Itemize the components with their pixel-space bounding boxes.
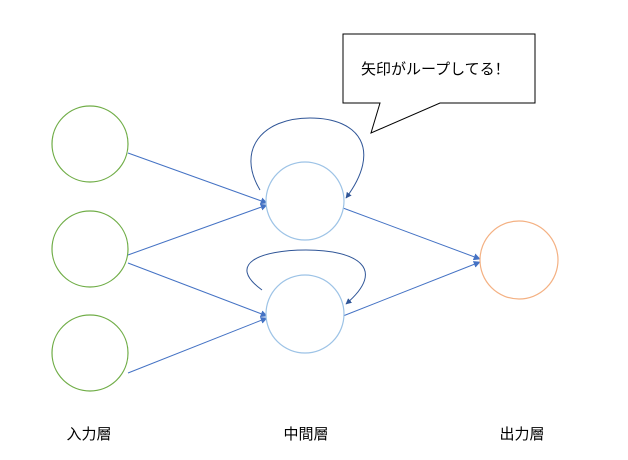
callout-text: 矢印がループしてる！ <box>361 60 510 78</box>
edge-hidden1-output <box>342 207 481 261</box>
layer-labels: 入力層 中間層 出力層 <box>66 425 544 443</box>
loop-hidden2 <box>246 249 366 305</box>
hidden-node-1 <box>265 161 345 241</box>
input-node-3 <box>51 314 129 392</box>
hidden-layer-nodes <box>265 161 345 354</box>
recurrent-loops <box>246 117 366 305</box>
input-node-1 <box>51 105 129 183</box>
input-layer-nodes <box>51 105 129 392</box>
input-node-2 <box>51 210 129 288</box>
hidden-layer-label: 中間層 <box>283 425 328 443</box>
edge-input1-hidden1 <box>127 152 268 205</box>
output-node <box>479 220 559 300</box>
edge-input2-hidden2 <box>127 262 268 318</box>
edges-hidden-output <box>342 207 481 317</box>
edge-input2-hidden1 <box>127 203 268 256</box>
hidden-node-2 <box>265 274 345 354</box>
edge-input3-hidden2 <box>127 317 268 374</box>
edges-input-hidden <box>127 152 268 374</box>
callout-bubble: 矢印がループしてる！ <box>342 33 536 134</box>
output-layer-nodes <box>479 220 559 300</box>
output-layer-label: 出力層 <box>499 425 544 443</box>
loop-hidden1 <box>250 117 365 199</box>
edge-hidden2-output <box>342 261 481 317</box>
input-layer-label: 入力層 <box>66 425 111 443</box>
callout-box <box>342 33 536 134</box>
